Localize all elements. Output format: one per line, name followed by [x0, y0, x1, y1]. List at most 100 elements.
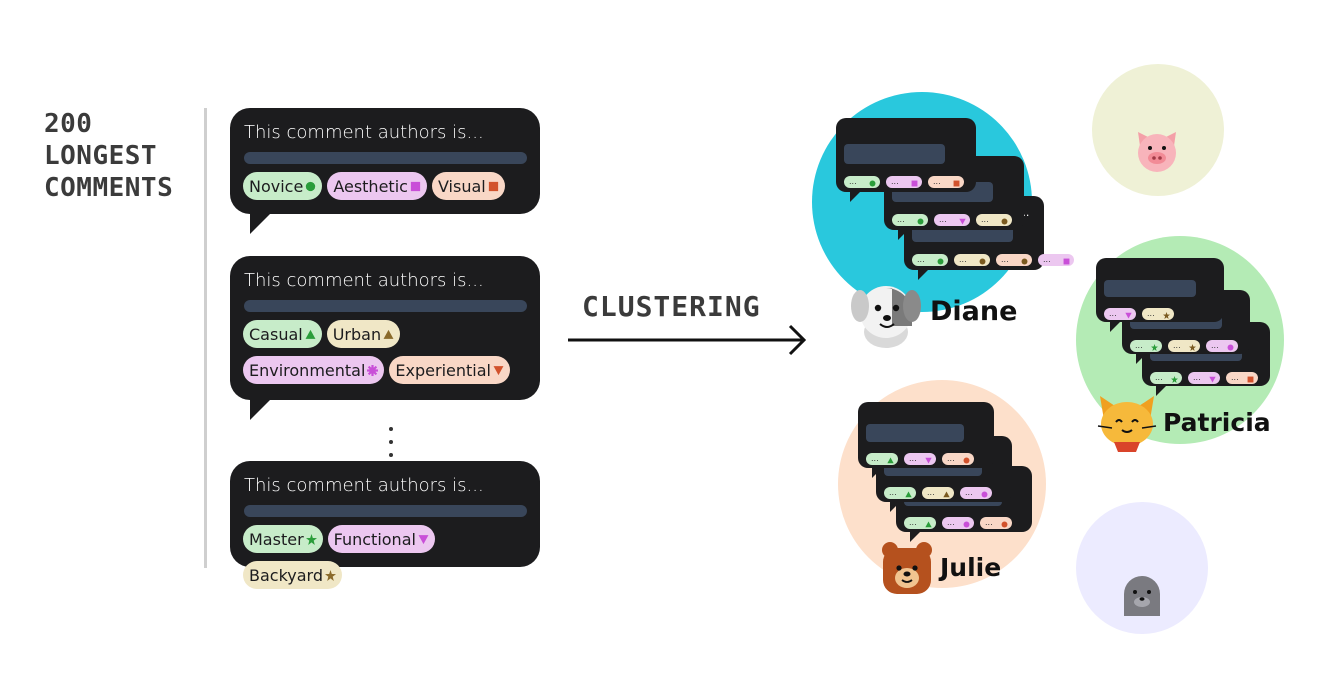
square-icon	[953, 179, 960, 191]
circle-icon	[963, 456, 970, 468]
circle-icon	[1227, 343, 1234, 355]
tag-chip: Aesthetic	[327, 172, 427, 200]
persona-name: Julie	[940, 553, 1002, 582]
circle-icon	[1001, 520, 1008, 532]
mini-tag-chip: ...	[904, 453, 936, 465]
star-icon	[1163, 311, 1170, 323]
chip-ellipsis: ...	[1109, 309, 1117, 318]
title-line-1: 200	[44, 109, 93, 139]
triangle-up-icon	[905, 490, 912, 502]
pig-icon	[1138, 132, 1176, 172]
tag-label: Visual	[437, 176, 486, 196]
chip-ellipsis: ...	[889, 488, 897, 497]
card-text: This comment authors is...	[244, 122, 484, 143]
circle-icon	[1001, 217, 1008, 229]
title-line-3: COMMENTS	[44, 173, 174, 203]
chip-ellipsis: ...	[909, 518, 917, 527]
triangle-up-icon	[887, 456, 894, 468]
speech-tail	[918, 268, 930, 280]
circle-icon	[981, 490, 988, 502]
square-icon	[911, 179, 918, 191]
card-text: This comment authors is...	[244, 475, 484, 496]
mini-tag-chip: ...	[976, 214, 1012, 226]
tag-chip: Visual	[431, 172, 505, 200]
mini-tag-chip: ...	[1206, 340, 1238, 352]
speech-tail	[250, 212, 272, 234]
mini-tag-chip: ...	[942, 517, 974, 529]
triangle-down-icon	[418, 530, 429, 549]
card-text: This comment authors is...	[244, 270, 484, 291]
speech-tail	[850, 190, 862, 202]
mini-tag-chip: ...	[1168, 340, 1200, 352]
chip-ellipsis: ...	[849, 177, 857, 186]
tag-chip: Casual	[243, 320, 322, 348]
tag-chip: Functional	[327, 525, 435, 553]
chip-ellipsis: ...	[871, 454, 879, 463]
gear-icon	[367, 361, 379, 380]
mini-tag-chip: ...	[980, 517, 1012, 529]
dog-icon	[851, 286, 921, 348]
mini-tag-chip: ...	[884, 487, 916, 499]
circle-icon	[305, 177, 316, 196]
mini-tag-chip: ...	[960, 487, 992, 499]
mini-comment-card: ......	[1096, 258, 1224, 332]
triangle-up-icon	[943, 490, 950, 502]
comment-card: This comment authors is... Novice Aesthet…	[230, 108, 540, 234]
mini-tag-chip: ...	[866, 453, 898, 465]
mini-comment-card: .........	[858, 402, 994, 478]
tag-chip: Backyard	[243, 561, 342, 589]
mini-tag-chip: ...	[892, 214, 928, 226]
chip-ellipsis: ...	[981, 215, 989, 224]
triangle-down-icon	[1209, 375, 1216, 387]
tag-chip: Urban	[326, 320, 401, 348]
star-icon	[1151, 343, 1158, 355]
triangle-down-icon	[1125, 311, 1132, 323]
right-arrow-icon	[568, 324, 807, 356]
chip-ellipsis: ...	[959, 255, 967, 264]
mini-tag-chip: ...	[1226, 372, 1258, 384]
circle-icon	[1021, 257, 1028, 269]
mini-tag-chip: ...	[1104, 308, 1136, 320]
arrow-label: CLUSTERING	[582, 290, 761, 323]
mini-tag-chip: ...	[912, 254, 948, 266]
mini-tag-chip: ...	[1130, 340, 1162, 352]
triangle-up-icon	[383, 325, 394, 344]
speech-tail	[250, 398, 272, 420]
tag-chip: Experiential	[389, 356, 510, 384]
text-placeholder-bar	[244, 300, 527, 312]
circle-icon	[869, 179, 876, 191]
mini-tag-chip: ...	[1142, 308, 1174, 320]
tag-label: Novice	[249, 176, 304, 196]
cat-icon	[1097, 396, 1157, 452]
text-placeholder-bar	[244, 505, 527, 517]
tag-label: Experiential	[395, 360, 491, 380]
star-icon	[1171, 375, 1178, 387]
speech-tail	[1110, 320, 1122, 332]
mini-tag-chip: ...	[928, 176, 964, 188]
mini-tag-chip: ...	[844, 176, 880, 188]
circle-icon	[963, 520, 970, 532]
triangle-up-icon	[305, 325, 316, 344]
text-placeholder-bar	[844, 144, 945, 164]
tag-label: Casual	[249, 324, 303, 344]
persona-circle-pig	[1092, 64, 1224, 196]
tag-label: Urban	[332, 324, 382, 344]
square-icon	[1063, 257, 1070, 269]
chip-ellipsis: ...	[933, 177, 941, 186]
chip-ellipsis: ...	[1135, 341, 1143, 350]
star-icon	[1189, 343, 1196, 355]
tag-label: Environmental	[249, 360, 366, 380]
circle-icon	[979, 257, 986, 269]
chip-ellipsis: ...	[927, 488, 935, 497]
vertical-ellipsis-icon	[389, 427, 393, 457]
chip-ellipsis: ...	[897, 215, 905, 224]
circle-icon	[937, 257, 944, 269]
square-icon	[1247, 375, 1254, 387]
chip-ellipsis: ...	[947, 518, 955, 527]
bear-icon	[882, 542, 932, 594]
star-icon	[325, 566, 336, 585]
text-placeholder-bar	[866, 424, 964, 442]
chip-ellipsis: ...	[965, 488, 973, 497]
